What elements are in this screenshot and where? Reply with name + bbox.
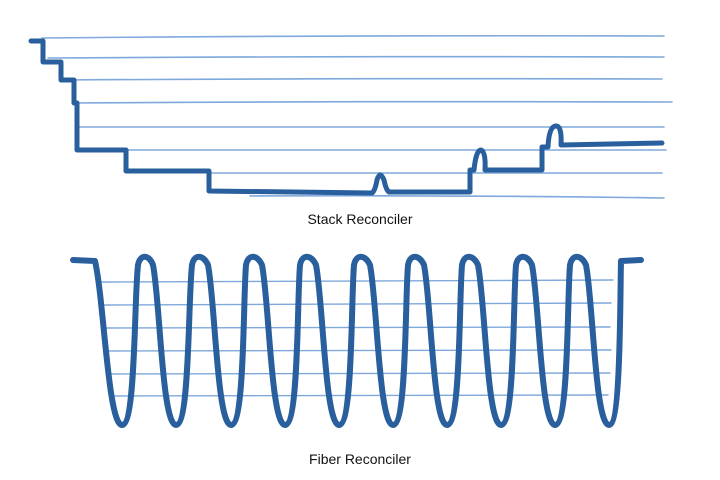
stack-guide-lines	[41, 34, 673, 199]
fiber-work-line	[70, 253, 644, 428]
stack-reconciler-caption: Stack Reconciler	[307, 211, 413, 227]
stack-depth-line	[28, 38, 665, 196]
fiber-reconciler-caption: Fiber Reconciler	[309, 451, 411, 467]
